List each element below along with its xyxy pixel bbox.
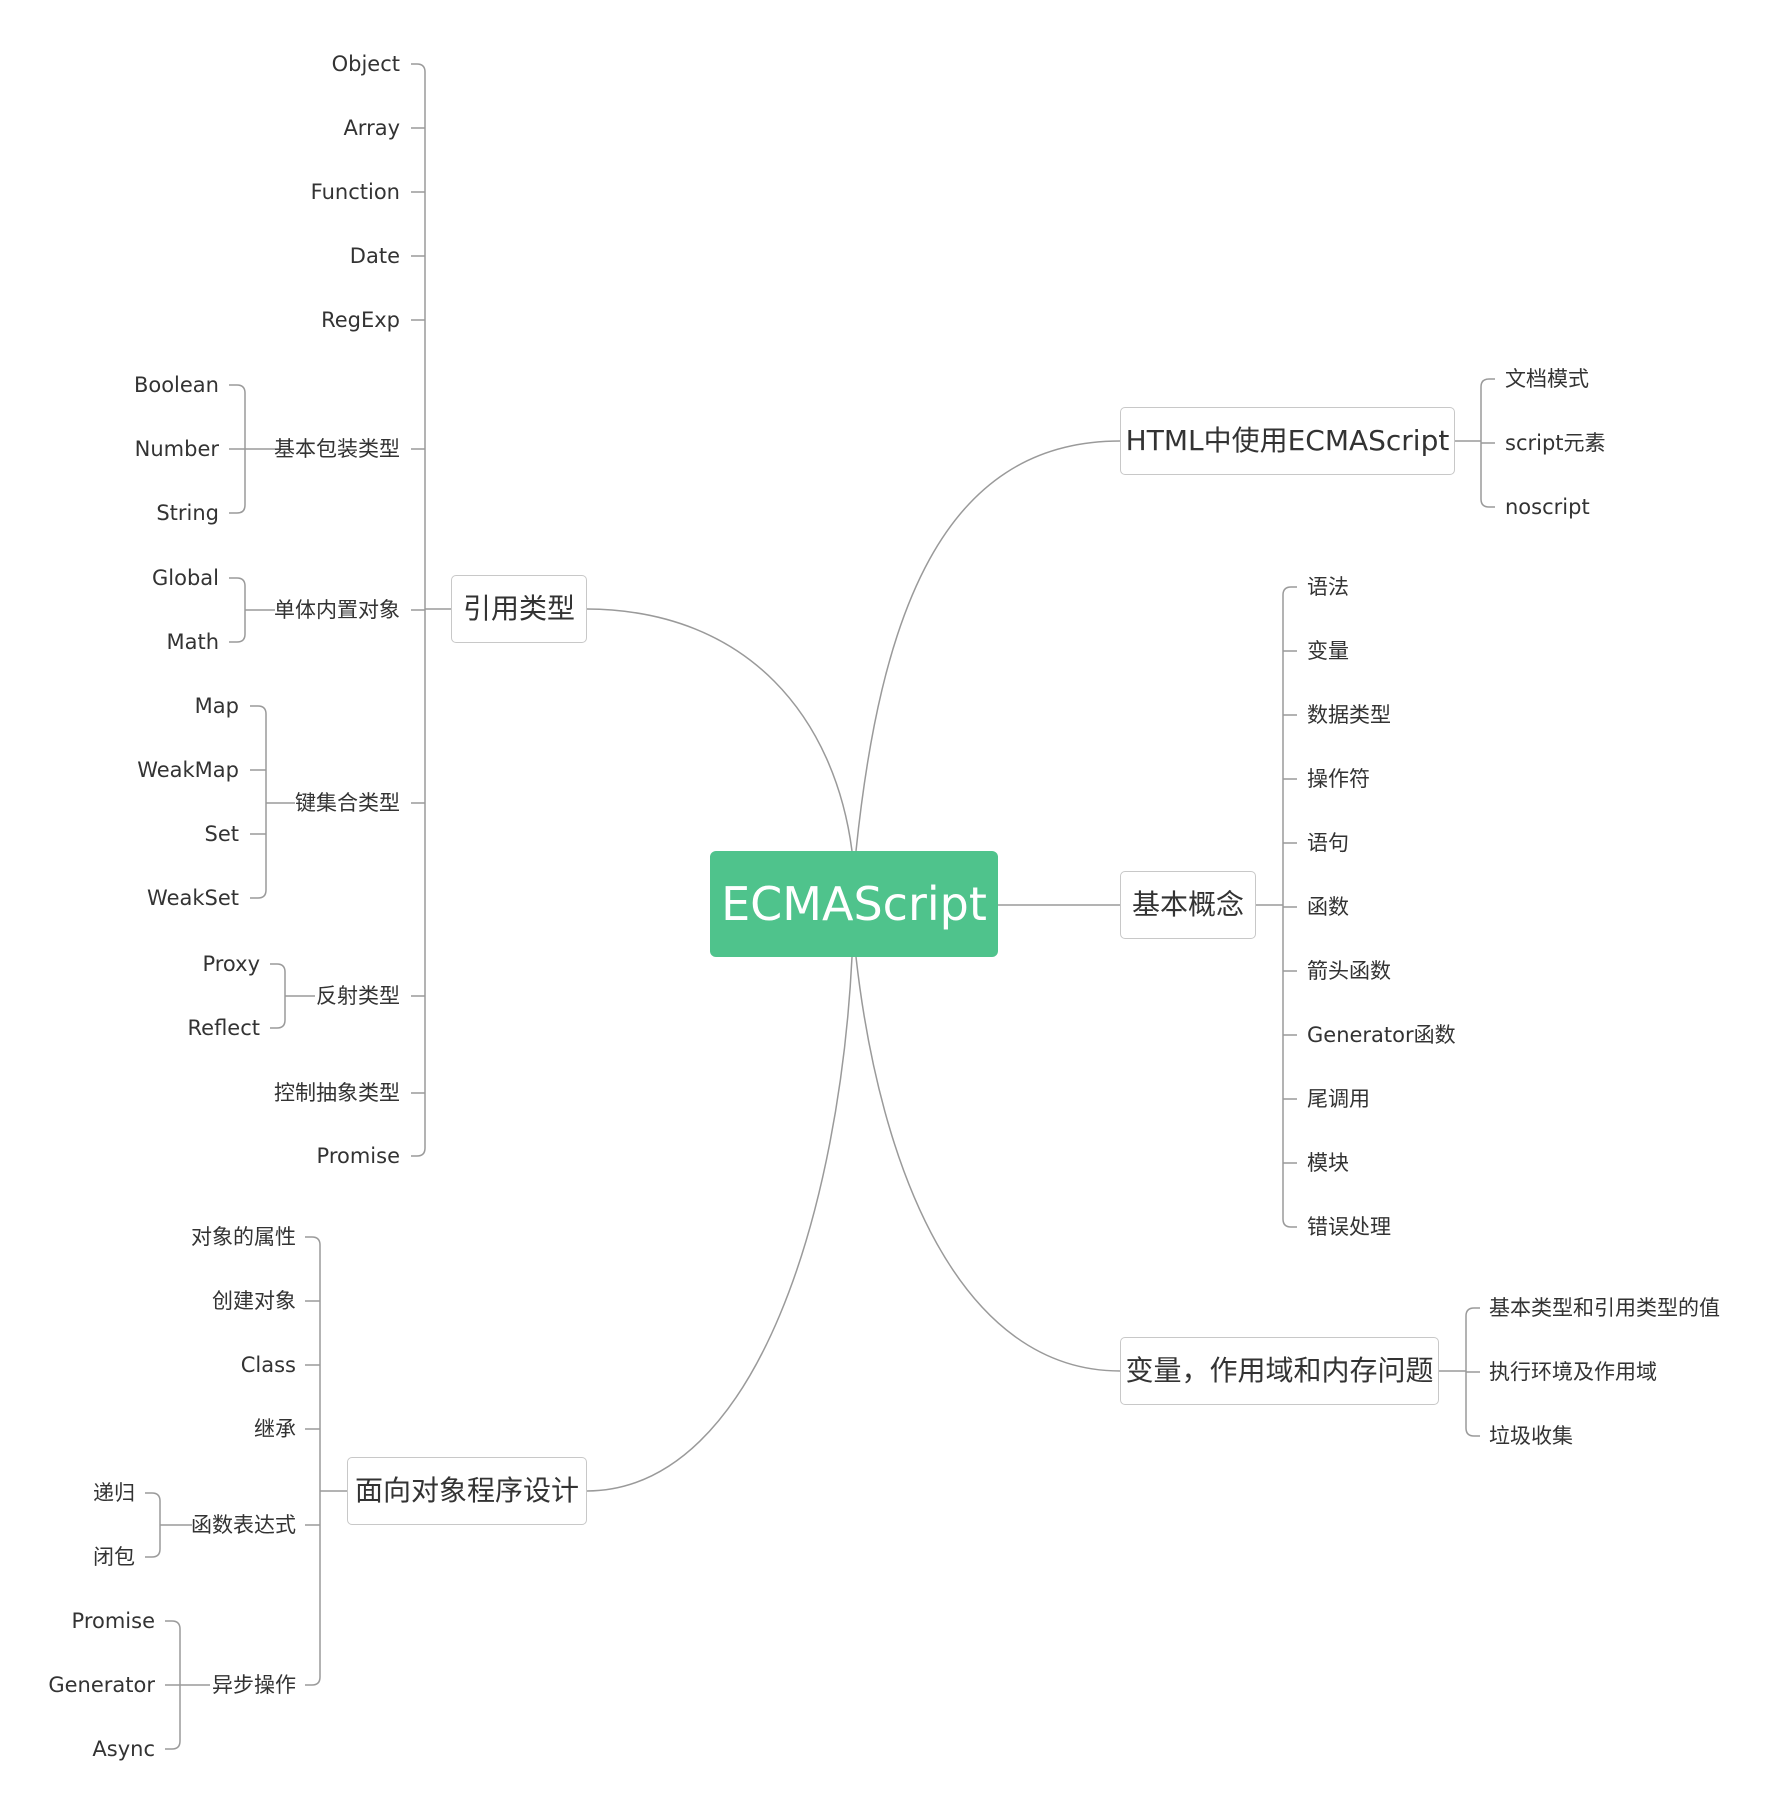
node-value-types[interactable]: 基本类型和引用类型的值 (1489, 1296, 1720, 1320)
bracket-ref-types (411, 63, 451, 1157)
curve-html-usage (855, 440, 1121, 852)
node-set[interactable]: Set (204, 822, 239, 846)
node-number[interactable]: Number (134, 437, 219, 461)
node-singleton-builtins[interactable]: 单体内置对象 (274, 598, 400, 622)
curve-oop (586, 956, 853, 1492)
node-class[interactable]: Class (240, 1353, 296, 1377)
node-recursion[interactable]: 递归 (93, 1481, 135, 1505)
node-reflect[interactable]: Reflect (187, 1016, 261, 1040)
curve-scope (855, 956, 1121, 1372)
node-closure[interactable]: 闭包 (93, 1545, 135, 1569)
node-exec-context[interactable]: 执行环境及作用域 (1489, 1360, 1657, 1384)
node-weakset[interactable]: WeakSet (147, 886, 239, 910)
node-math[interactable]: Math (166, 630, 219, 654)
node-control-abstraction[interactable]: 控制抽象类型 (274, 1081, 400, 1105)
node-inheritance[interactable]: 继承 (254, 1417, 296, 1441)
bracket-func-expr (145, 1492, 192, 1558)
bracket-async-ops (165, 1620, 210, 1750)
node-reflection[interactable]: 反射类型 (316, 984, 400, 1008)
node-async-ops[interactable]: 异步操作 (212, 1673, 296, 1697)
node-date[interactable]: Date (349, 244, 400, 268)
node-error-handling[interactable]: 错误处理 (1307, 1215, 1391, 1239)
branch-html-usage[interactable]: HTML中使用ECMAScript (1120, 407, 1455, 475)
node-async-async[interactable]: Async (92, 1737, 155, 1761)
node-proxy[interactable]: Proxy (202, 952, 260, 976)
node-variables[interactable]: 变量 (1307, 639, 1349, 663)
bracket-reflection (270, 963, 315, 1029)
node-statements[interactable]: 语句 (1307, 831, 1349, 855)
node-weakmap[interactable]: WeakMap (137, 758, 239, 782)
node-boolean[interactable]: Boolean (133, 373, 219, 397)
node-async-generator[interactable]: Generator (48, 1673, 155, 1697)
node-string[interactable]: String (156, 501, 219, 525)
node-promise[interactable]: Promise (316, 1144, 400, 1168)
node-map[interactable]: Map (194, 694, 239, 718)
node-async-promise[interactable]: Promise (71, 1609, 155, 1633)
node-array[interactable]: Array (343, 116, 400, 140)
node-object[interactable]: Object (331, 52, 400, 76)
branch-basics[interactable]: 基本概念 (1120, 871, 1256, 939)
node-modules[interactable]: 模块 (1307, 1151, 1349, 1175)
node-gc[interactable]: 垃圾收集 (1489, 1424, 1573, 1448)
node-noscript[interactable]: noscript (1505, 495, 1590, 519)
node-script-element[interactable]: script元素 (1505, 431, 1606, 455)
node-operators[interactable]: 操作符 (1307, 767, 1370, 791)
node-data-types[interactable]: 数据类型 (1307, 703, 1391, 727)
bracket-scope (1439, 1307, 1480, 1437)
bracket-basics (1256, 586, 1297, 1228)
node-primitive-wrappers[interactable]: 基本包装类型 (274, 437, 400, 461)
bracket-oop (305, 1236, 347, 1686)
bracket-html-usage (1455, 378, 1495, 508)
node-keyed-collections[interactable]: 键集合类型 (295, 791, 400, 815)
branch-ref-types[interactable]: 引用类型 (451, 575, 587, 643)
node-arrow-functions[interactable]: 箭头函数 (1307, 959, 1391, 983)
node-tail-calls[interactable]: 尾调用 (1307, 1087, 1370, 1111)
bracket-keyed-collections (250, 705, 295, 899)
node-generator-functions[interactable]: Generator函数 (1307, 1023, 1456, 1047)
node-regexp[interactable]: RegExp (321, 308, 400, 332)
node-func-expr[interactable]: 函数表达式 (191, 1513, 296, 1537)
node-doc-mode[interactable]: 文档模式 (1505, 367, 1589, 391)
node-syntax[interactable]: 语法 (1307, 575, 1349, 599)
node-object-props[interactable]: 对象的属性 (191, 1225, 296, 1249)
node-function[interactable]: Function (310, 180, 400, 204)
curve-ref-types (586, 608, 853, 852)
node-global[interactable]: Global (152, 566, 219, 590)
bracket-primitive-wrappers (229, 384, 275, 514)
node-create-objects[interactable]: 创建对象 (212, 1289, 296, 1313)
bracket-singleton-builtins (229, 577, 275, 643)
root-node-ecmascript[interactable]: ECMAScript (710, 851, 998, 957)
node-functions[interactable]: 函数 (1307, 895, 1349, 919)
branch-oop[interactable]: 面向对象程序设计 (347, 1457, 587, 1525)
branch-scope[interactable]: 变量，作用域和内存问题 (1120, 1337, 1439, 1405)
